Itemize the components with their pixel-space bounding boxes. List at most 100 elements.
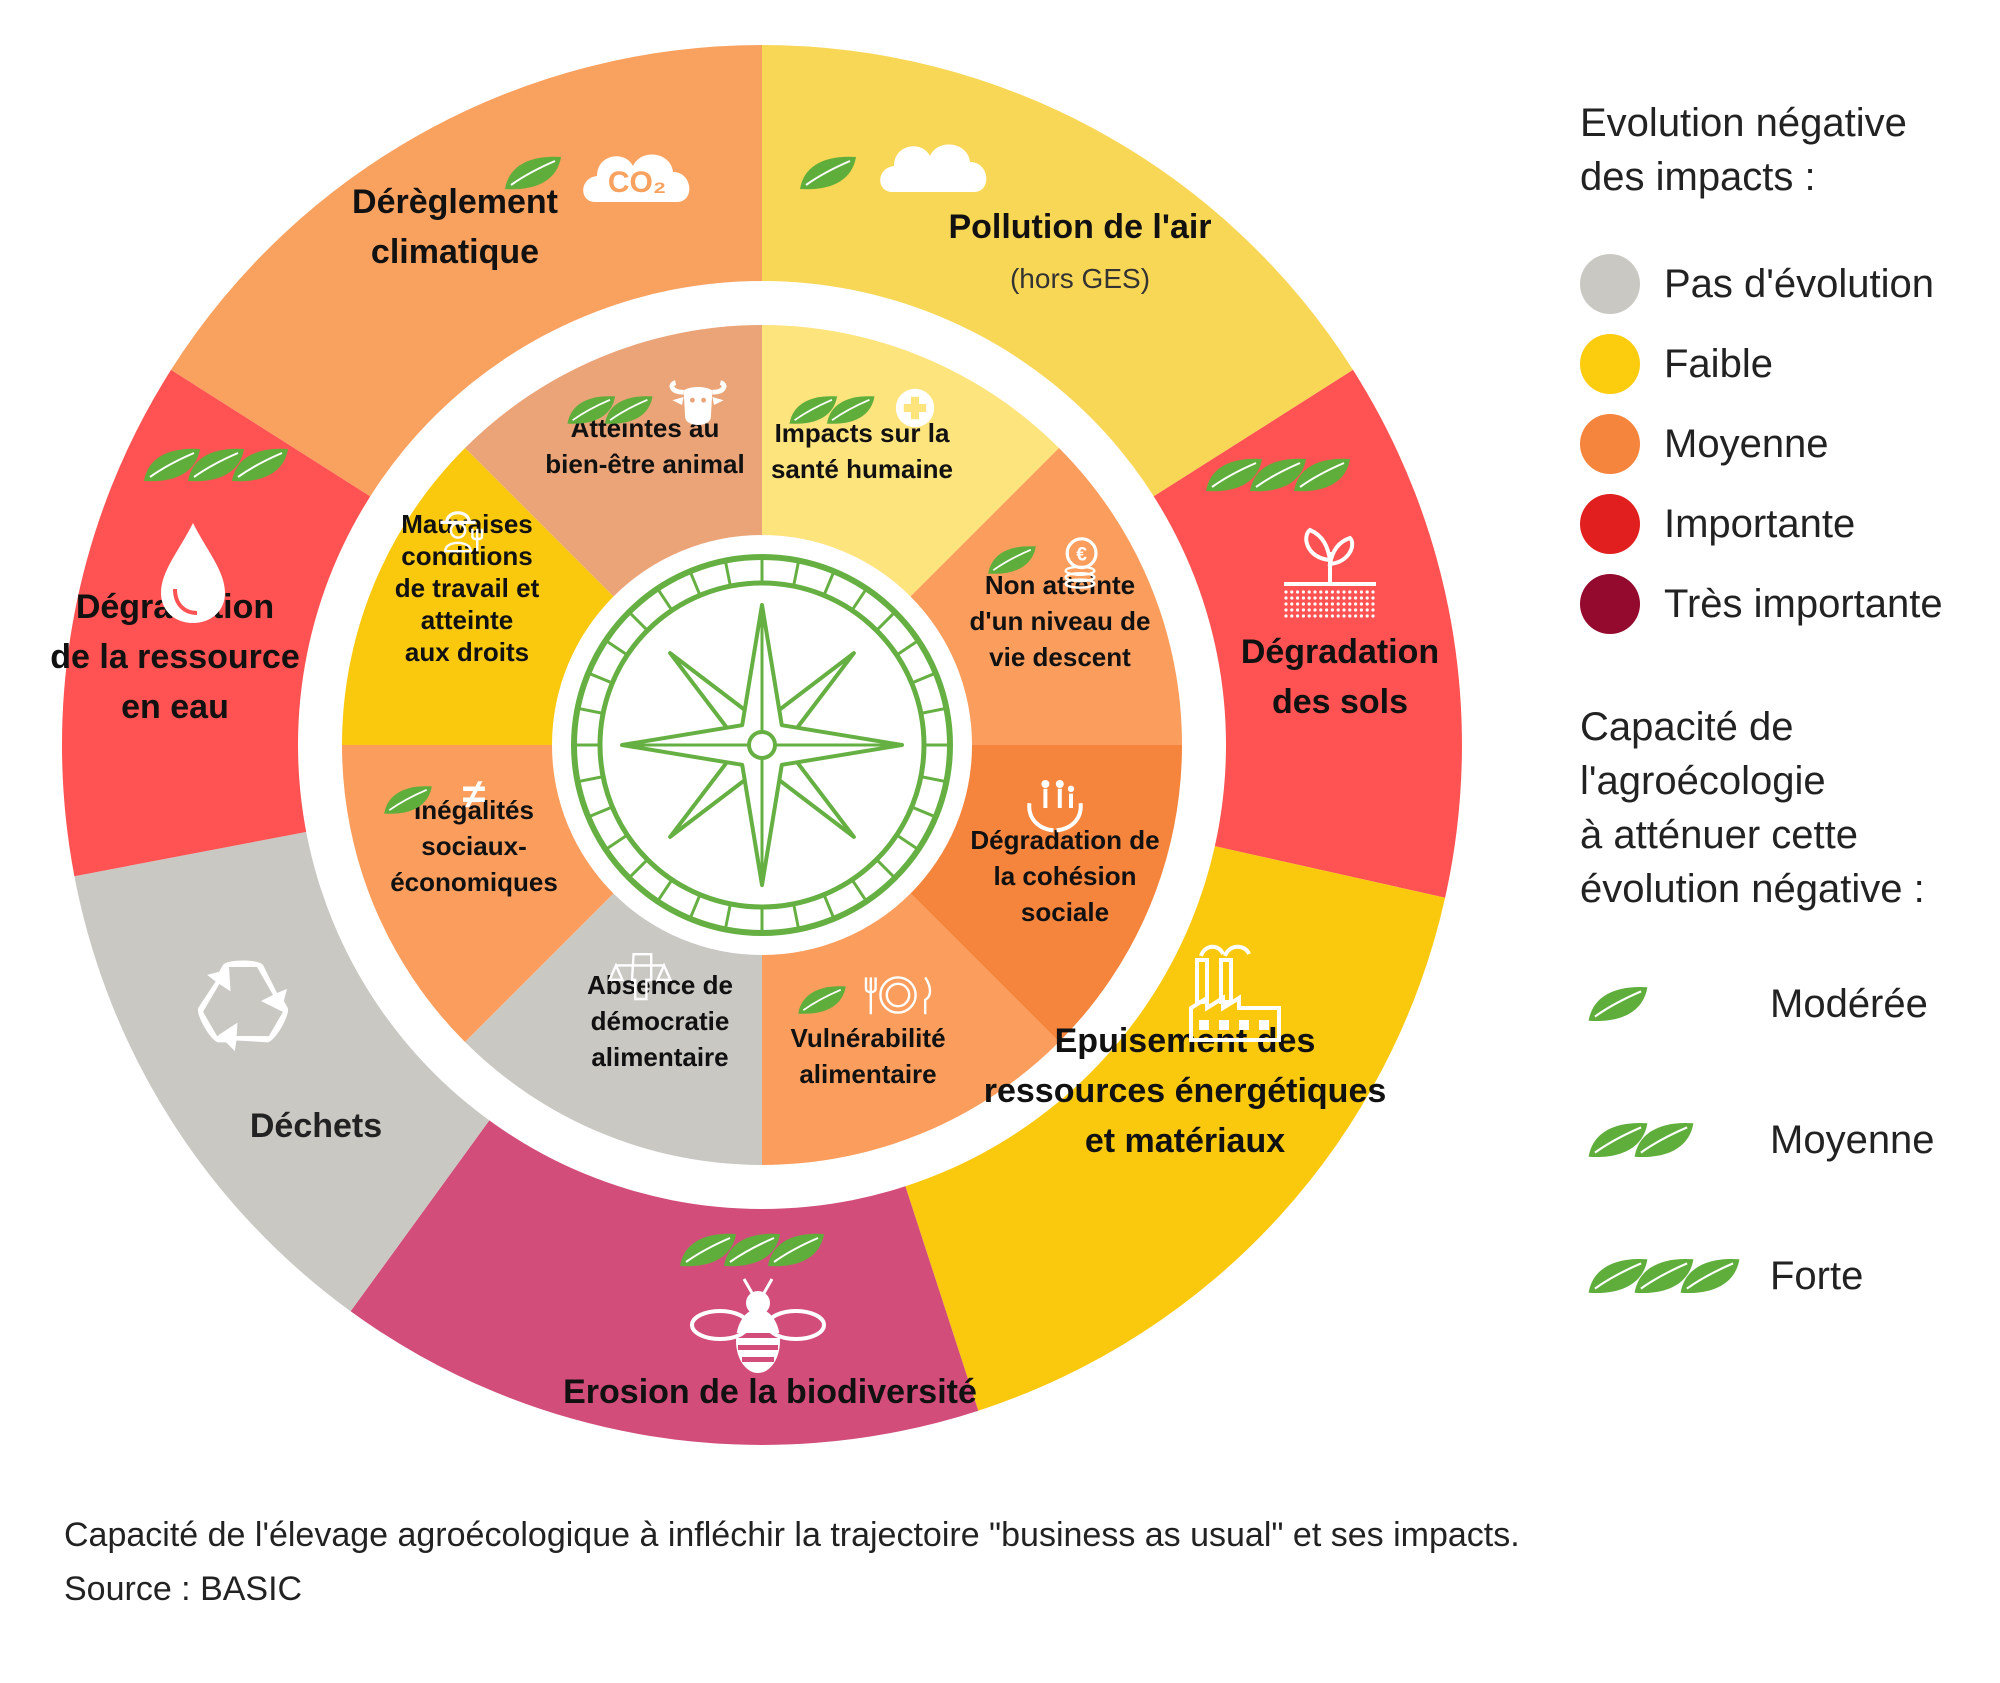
outer-label-biodiversite: Erosion de la biodiversité xyxy=(563,1373,977,1411)
caption-text: Capacité de l'élevage agroécologique à i… xyxy=(64,1516,1520,1554)
water-drop-icon xyxy=(161,523,225,623)
co2-cloud-icon: CO₂ xyxy=(583,154,690,202)
leaf-icon xyxy=(1634,1122,1694,1158)
compass-tick xyxy=(577,706,604,715)
capacity-legend-title-line: l'agroécologie xyxy=(1580,759,1826,803)
segment-label-line: de la ressource xyxy=(50,638,299,676)
compass-tick xyxy=(895,833,920,851)
legend-capacity-forte: Forte xyxy=(1580,1208,1990,1344)
compass-tick xyxy=(920,706,947,715)
leaf-icon xyxy=(505,156,561,190)
segment-label-line: démocratie xyxy=(591,1006,730,1036)
impacts-legend-title: Evolution négative des impacts : xyxy=(1580,96,1990,204)
segment-label-line: Non atteinte xyxy=(985,570,1135,600)
compass-tick xyxy=(920,775,947,784)
segment-label-line: Vulnérabilité xyxy=(790,1023,945,1053)
segment-label-line: climatique xyxy=(371,233,539,271)
legend-swatch xyxy=(1580,494,1640,554)
compass-tick xyxy=(792,903,801,930)
outer-label-dechets: Déchets xyxy=(250,1107,382,1145)
svg-text:€: € xyxy=(1076,544,1087,565)
fist-scales-icon xyxy=(607,952,673,1001)
segment-label-line: ressources énergétiques xyxy=(984,1072,1387,1110)
leaf-icon xyxy=(1588,986,1648,1022)
leaf-icon xyxy=(1588,1258,1648,1294)
legend-item-moyenne: Moyenne xyxy=(1580,404,1990,484)
leaf-icon xyxy=(1206,458,1350,492)
segment-label-line: Déchets xyxy=(250,1107,382,1145)
compass-tick xyxy=(628,611,649,632)
compass-tick xyxy=(895,639,920,657)
compass-tick xyxy=(656,878,674,903)
capacity-legend-title-line: Capacité de xyxy=(1580,705,1794,749)
legend-label: Très importante xyxy=(1664,581,1943,626)
health-cross-icon xyxy=(895,388,935,428)
impacts-legend-title-line: Evolution négative xyxy=(1580,101,1907,145)
compass-center xyxy=(747,730,777,760)
outer-label-air: Pollution de l'air xyxy=(948,208,1211,246)
segment-label-line: d'un niveau de xyxy=(970,606,1151,636)
svg-text:≠: ≠ xyxy=(463,770,486,817)
compass-tick xyxy=(604,833,629,851)
leaf-icon xyxy=(800,156,856,190)
leaf-icon xyxy=(144,448,288,482)
segment-label-line: Dérèglement xyxy=(352,183,558,221)
compass-diagonal-star xyxy=(668,651,856,839)
compass-tick xyxy=(723,560,732,587)
segment-label-line: des sols xyxy=(1272,683,1408,721)
capacity-legend-title-line: à atténuer cette xyxy=(1580,813,1858,857)
legend-swatch xyxy=(1580,414,1640,474)
segment-label-line: Inégalités xyxy=(414,795,534,825)
farmer-icon xyxy=(440,511,484,553)
recycle-icon xyxy=(198,960,288,1052)
segment-label-line: atteinte xyxy=(421,605,513,635)
compass-tick xyxy=(911,671,937,685)
legend-label: Importante xyxy=(1664,501,1856,546)
compass-tick xyxy=(875,611,896,632)
legend-item-importante: Importante xyxy=(1580,484,1990,564)
compass-tick xyxy=(628,858,649,879)
sprout-icon xyxy=(1284,527,1376,618)
segment-label-line: la cohésion xyxy=(993,861,1136,891)
legend-item-tres-importante: Très importante xyxy=(1580,564,1990,644)
segment-label-line: en eau xyxy=(121,688,229,726)
family-hands-icon xyxy=(1027,780,1083,833)
segment-label-line: Pollution de l'air xyxy=(948,208,1211,246)
leaf-icon xyxy=(1634,1258,1694,1294)
compass-tick xyxy=(577,775,604,784)
factory-icon xyxy=(1189,944,1281,1042)
outer-sublabel: (hors GES) xyxy=(1010,263,1150,294)
plate-cutlery-icon xyxy=(864,976,932,1015)
compass-tick xyxy=(850,587,868,612)
legend-swatch xyxy=(1580,574,1640,634)
figure-caption: Capacité de l'élevage agroécologique à i… xyxy=(64,1508,1520,1616)
legend-swatch xyxy=(1580,254,1640,314)
segment-label-line: aux droits xyxy=(405,637,529,667)
segment-label-line: Dégradation xyxy=(1241,633,1439,671)
compass-tick xyxy=(850,878,868,903)
leaf-icon xyxy=(567,396,653,424)
leaf-icon xyxy=(1588,1122,1648,1158)
caption-source: Source : BASIC xyxy=(64,1570,303,1608)
segment-label-line: santé humaine xyxy=(771,454,953,484)
compass-tick xyxy=(822,894,836,920)
compass-tick xyxy=(688,894,702,920)
leaf-icon xyxy=(1680,1258,1740,1294)
cloud-icon xyxy=(880,144,987,192)
leaf-icon xyxy=(680,1233,824,1267)
segment-label-line: et matériaux xyxy=(1085,1122,1285,1160)
compass-tick xyxy=(604,639,629,657)
euro-coins-icon: € xyxy=(1064,537,1098,589)
segment-label-line: sociaux- xyxy=(421,831,527,861)
segment-label-line: de travail et xyxy=(395,573,540,603)
outer-label-sols: Dégradation des sols xyxy=(1241,633,1439,721)
capacity-legend-title: Capacité de l'agroécologie à atténuer ce… xyxy=(1580,700,1990,916)
legend-swatch xyxy=(1580,334,1640,394)
leaf-icon xyxy=(1588,986,1648,1022)
